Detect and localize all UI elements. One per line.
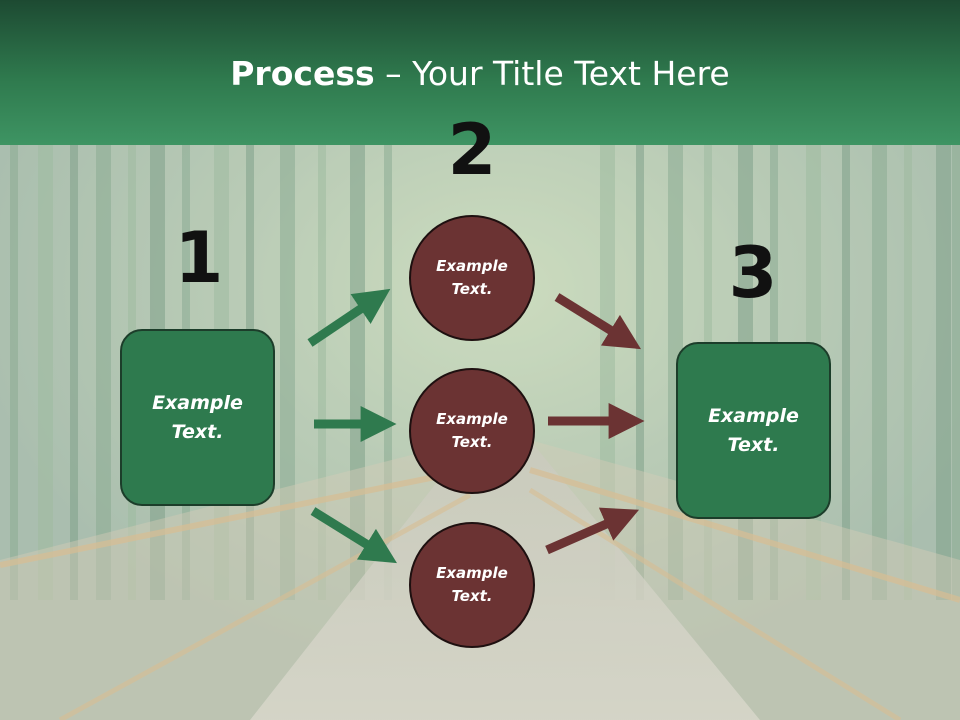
step-number-1: 1 [174,217,224,299]
node-1-text: Example Text. [436,257,508,298]
arrow-to-node-1 [307,288,391,347]
node-circle-1: Example Text. [409,215,535,341]
slide-title: Process – Your Title Text Here [0,52,960,96]
node-circle-2: Example Text. [409,368,535,494]
node-circle-3: Example Text. [409,522,535,648]
step-1-text: Example Text. [152,391,243,443]
node-2-text: Example Text. [436,410,508,451]
title-rest: – Your Title Text Here [374,54,730,93]
title-bar: Process – Your Title Text Here [0,0,960,145]
step-number-2: 2 [447,109,497,191]
title-strong: Process [230,54,375,93]
arrow-node-1-to-step-3 [554,293,641,350]
arrow-node-3-to-step-3 [545,507,640,555]
node-3-text: Example Text. [436,564,508,605]
step-3-box: Example Text. [676,342,831,519]
step-3-text: Example Text. [708,404,799,456]
arrow-to-node-3 [310,507,397,564]
step-1-box: Example Text. [120,329,275,506]
step-number-3: 3 [728,232,778,314]
